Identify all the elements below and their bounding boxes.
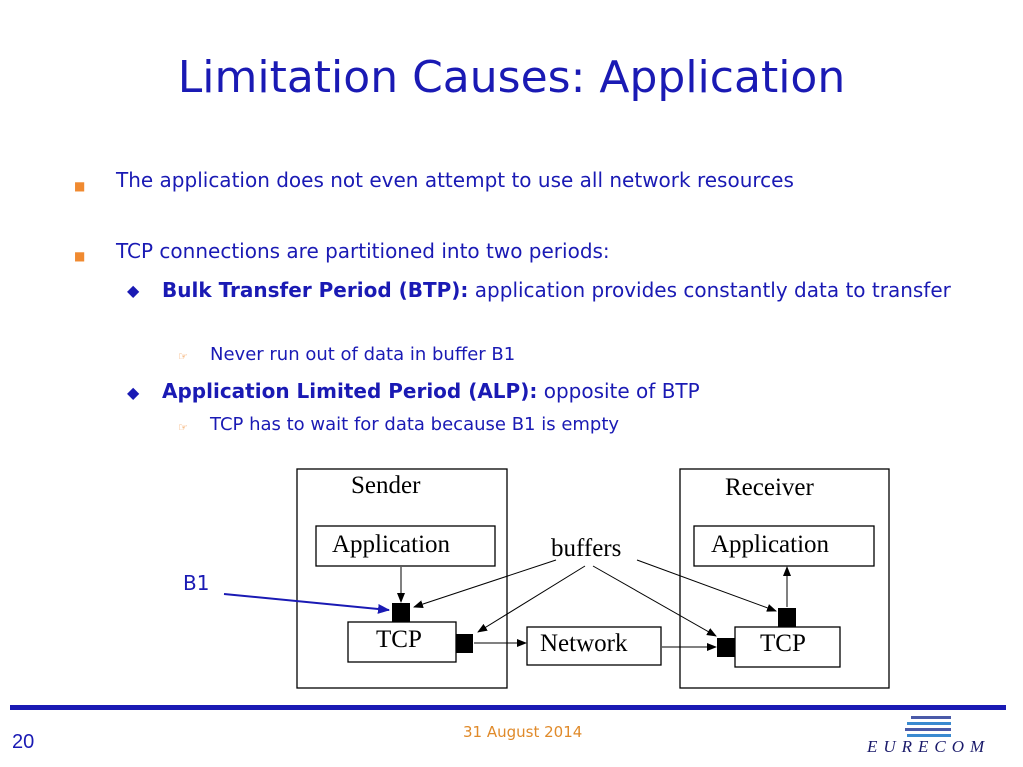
sender-send-buffer [456,634,473,653]
b1-buffer [392,603,410,622]
bullet-text: TCP connections are partitioned into two… [116,239,610,263]
diamond-bullet-icon: ◆ [127,383,140,402]
sender-tcp-box [347,621,457,663]
alp-description: opposite of BTP [537,379,700,403]
eurecom-logo-icon [905,716,951,737]
sender-application-box [315,525,496,567]
pointing-hand-icon: ☞ [178,421,188,434]
footer-divider [10,705,1006,710]
footer-date: 31 August 2014 [463,723,583,741]
btp-subitem: Never run out of data in buffer B1 [210,344,516,365]
eurecom-logo-text: EURECOM [867,737,991,756]
sender-label: Sender [351,472,421,499]
btp-item: Bulk Transfer Period (BTP): application … [162,275,962,306]
network-box [526,626,662,666]
slide-title: Limitation Causes: Application [177,52,846,103]
bullet-marker: ■ [74,179,86,193]
b1-label: B1 [183,571,210,595]
receiver-label: Receiver [725,474,814,501]
receiver-tcp-box [734,626,841,668]
btp-description: application provides constantly data to … [468,278,951,302]
alp-item: Application Limited Period (ALP): opposi… [162,376,962,407]
receiver-recv-buffer [717,638,735,657]
bullet-marker: ■ [74,249,86,263]
alp-heading: Application Limited Period (ALP): [162,379,538,403]
diamond-bullet-icon: ◆ [127,281,140,300]
sender-application-label: Application [332,531,451,558]
receiver-box [679,468,890,689]
receiver-application-label: Application [711,531,830,558]
btp-heading: Bulk Transfer Period (BTP): [162,278,469,302]
receiver-tcp-label: TCP [760,630,806,657]
network-label: Network [540,630,628,657]
sender-box [296,468,508,689]
sender-tcp-label: TCP [376,626,422,653]
page-number: 20 [12,731,35,753]
bullet-text: The application does not even attempt to… [116,168,794,192]
alp-subitem: TCP has to wait for data because B1 is e… [210,414,620,435]
pointing-hand-icon: ☞ [178,350,188,363]
buffers-label: buffers [551,535,622,562]
receiver-application-box [693,525,875,567]
receiver-app-buffer [778,608,796,627]
